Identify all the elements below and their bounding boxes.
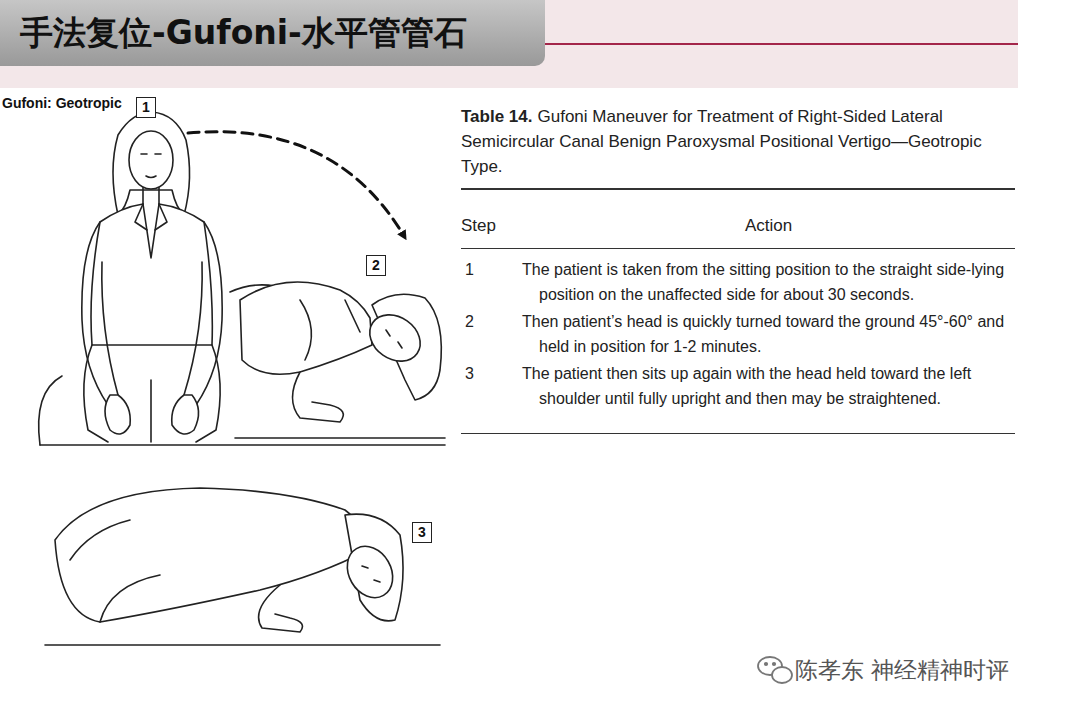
callout-number: 1 [142,99,150,115]
table-title: Gufoni Maneuver for Treatment of Right-S… [461,107,982,176]
header-rule [545,43,1018,45]
table-number: Table 14. [461,107,533,126]
figure-label: Gufoni: Geotropic [2,95,122,111]
step-action: The patient is taken from the sitting po… [522,257,1015,307]
callout-box: 1 [136,97,156,118]
callout-box: 3 [412,522,432,543]
step-action: The patient then sits up again with the … [522,361,1015,411]
table-rule [461,188,1015,190]
step-number: 2 [461,309,522,359]
column-header: Step [461,215,522,237]
callout-box: 2 [366,255,386,276]
wechat-icon [758,657,792,683]
table-rule [461,248,1015,249]
table-body: 1The patient is taken from the sitting p… [461,249,1015,433]
table-rule [461,433,1015,435]
table-row: 1The patient is taken from the sitting p… [461,257,1015,307]
table-row: 3The patient then sits up again with the… [461,361,1015,411]
title-banner: 手法复位-Gufoni-水平管管石 [0,0,545,66]
table-header: StepAction [461,190,1015,248]
table-caption: Table 14.Gufoni Maneuver for Treatment o… [461,104,1015,179]
step-action: Then patient’s head is quickly turned to… [522,309,1015,359]
table-row: 2Then patient’s head is quickly turned t… [461,309,1015,359]
banner-title: 手法复位-Gufoni-水平管管石 [0,11,467,56]
watermark: 陈孝东 神经精神时评 [795,655,1009,686]
callout-number: 3 [418,524,426,540]
table: Table 14.Gufoni Maneuver for Treatment o… [461,104,1015,434]
step-number: 3 [461,361,522,411]
column-header: Action [522,215,1015,237]
callout-number: 2 [372,257,380,273]
step-number: 1 [461,257,522,307]
